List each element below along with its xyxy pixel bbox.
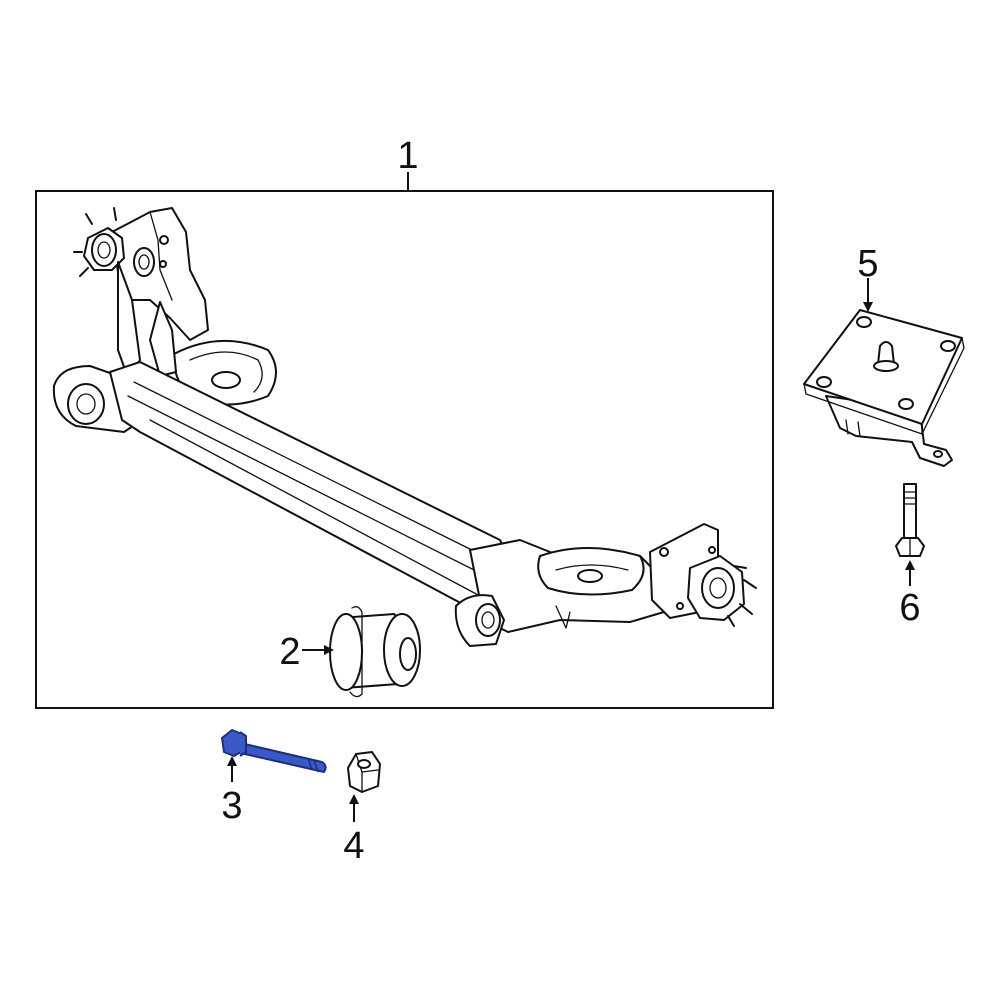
assembly-frame xyxy=(35,190,774,709)
nut-illustration[interactable] xyxy=(347,751,381,793)
axle-frame-group: 1 xyxy=(35,135,774,709)
axle-bushing-illustration[interactable] xyxy=(329,606,421,698)
callout-6[interactable]: 6 xyxy=(899,587,920,629)
callout-6-group: 6 xyxy=(899,560,921,629)
callout-2[interactable]: 2 xyxy=(279,631,300,673)
callout-1[interactable]: 1 xyxy=(397,135,418,177)
callout-3[interactable]: 3 xyxy=(221,785,242,827)
leader-arrowhead xyxy=(905,560,915,570)
leader-arrowhead xyxy=(324,645,334,655)
callout-4-group: 4 xyxy=(343,794,365,867)
callout-5-group: 5 xyxy=(857,243,879,312)
callout-4[interactable]: 4 xyxy=(343,825,364,867)
rear-axle-beam-illustration[interactable] xyxy=(52,207,757,647)
callout-3-group: 3 xyxy=(221,756,243,827)
leader-arrowhead xyxy=(349,794,359,804)
pivot-bolt-illustration[interactable] xyxy=(221,729,327,773)
leader-arrowhead xyxy=(863,302,873,312)
bracket-bolt-illustration[interactable] xyxy=(895,483,925,557)
bracket-illustration[interactable] xyxy=(803,309,965,467)
leader-arrowhead xyxy=(227,756,237,766)
callout-2-group: 2 xyxy=(279,631,334,673)
callout-5[interactable]: 5 xyxy=(857,243,878,285)
